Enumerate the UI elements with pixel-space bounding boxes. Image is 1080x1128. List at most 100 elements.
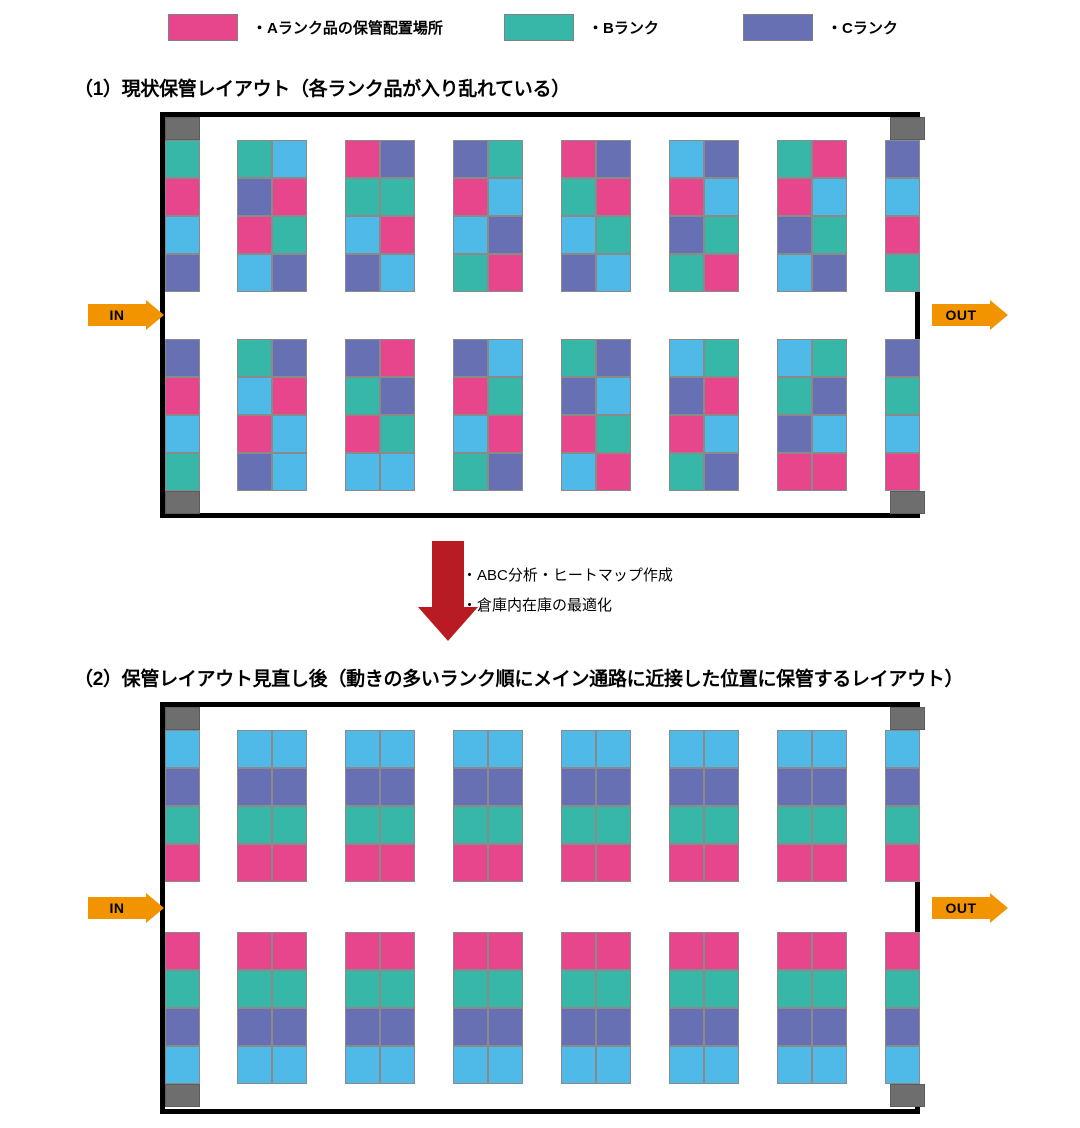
storage-cell-C	[777, 768, 812, 806]
transition-arrow-shaft	[432, 541, 464, 607]
storage-cell-A	[777, 932, 812, 970]
rack-row	[777, 768, 847, 806]
rack-bottom-8	[885, 339, 920, 491]
rack-row	[345, 932, 415, 970]
storage-cell-D	[885, 178, 920, 216]
storage-cell-B	[669, 970, 704, 1008]
rack-row	[165, 932, 200, 970]
rack-row	[885, 377, 920, 415]
storage-cell-B	[777, 377, 812, 415]
storage-cell-C	[237, 768, 272, 806]
storage-cell-C	[561, 377, 596, 415]
storage-cell-C	[596, 140, 631, 178]
rack-bottom-6	[669, 932, 739, 1084]
storage-cell-A	[596, 844, 631, 882]
storage-cell-D	[704, 178, 739, 216]
rack-row	[237, 932, 307, 970]
storage-cell-D	[237, 254, 272, 292]
rack-row	[345, 216, 415, 254]
rack-row	[237, 806, 307, 844]
storage-cell-B	[812, 970, 847, 1008]
rack-bottom-8	[885, 932, 920, 1084]
storage-cell-D	[272, 730, 307, 768]
rack-top-1	[165, 730, 200, 882]
storage-cell-A	[380, 844, 415, 882]
storage-cell-C	[272, 1008, 307, 1046]
storage-cell-A	[165, 932, 200, 970]
rack-row	[561, 216, 631, 254]
rack-row	[885, 806, 920, 844]
storage-cell-A	[561, 932, 596, 970]
rack-row	[777, 254, 847, 292]
pillar-bottom-left	[165, 1084, 200, 1107]
storage-cell-D	[669, 730, 704, 768]
storage-cell-B	[669, 806, 704, 844]
storage-cell-B	[812, 806, 847, 844]
storage-cell-B	[777, 806, 812, 844]
pillar-bottom-right	[890, 1084, 925, 1107]
rack-row	[453, 339, 523, 377]
rack-row	[237, 415, 307, 453]
storage-cell-C	[561, 768, 596, 806]
storage-cell-A	[885, 844, 920, 882]
rack-row	[165, 339, 200, 377]
rack-row	[345, 768, 415, 806]
storage-cell-A	[812, 844, 847, 882]
storage-cell-A	[596, 932, 631, 970]
storage-cell-D	[777, 254, 812, 292]
storage-cell-A	[488, 932, 523, 970]
rack-row	[237, 768, 307, 806]
storage-cell-C	[165, 254, 200, 292]
storage-cell-C	[669, 216, 704, 254]
storage-cell-C	[237, 1008, 272, 1046]
rack-bottom-1	[165, 932, 200, 1084]
storage-cell-A	[777, 178, 812, 216]
rack-row	[345, 970, 415, 1008]
storage-cell-A	[596, 178, 631, 216]
rack-row	[777, 1008, 847, 1046]
storage-cell-B	[704, 339, 739, 377]
rack-row	[669, 970, 739, 1008]
storage-cell-B	[885, 970, 920, 1008]
rack-top-3	[345, 140, 415, 292]
storage-cell-D	[345, 1046, 380, 1084]
storage-cell-D	[561, 453, 596, 491]
storage-cell-C	[380, 140, 415, 178]
legend-item-b: ・Bランク	[504, 12, 659, 42]
storage-cell-B	[669, 254, 704, 292]
in-arrow-label-after: IN	[88, 897, 146, 919]
rack-row	[777, 415, 847, 453]
storage-cell-A	[885, 216, 920, 254]
storage-cell-A	[453, 178, 488, 216]
storage-cell-A	[812, 932, 847, 970]
legend-swatch-c	[743, 13, 813, 41]
storage-cell-A	[704, 844, 739, 882]
storage-cell-B	[669, 453, 704, 491]
rack-row	[453, 768, 523, 806]
rack-row	[453, 140, 523, 178]
storage-cell-A	[272, 844, 307, 882]
storage-cell-D	[237, 1046, 272, 1084]
rack-row	[453, 178, 523, 216]
rack-bottom-5	[561, 339, 631, 491]
storage-cell-B	[596, 970, 631, 1008]
rack-bottom-2	[237, 339, 307, 491]
rack-row	[669, 730, 739, 768]
storage-cell-B	[488, 140, 523, 178]
rack-row	[777, 339, 847, 377]
storage-cell-B	[237, 806, 272, 844]
rack-row	[561, 1008, 631, 1046]
rack-row	[237, 254, 307, 292]
storage-cell-A	[165, 377, 200, 415]
rack-bottom-2	[237, 932, 307, 1084]
storage-cell-B	[812, 216, 847, 254]
storage-cell-D	[345, 730, 380, 768]
storage-cell-D	[669, 140, 704, 178]
in-arrow-head-icon	[146, 300, 164, 330]
storage-cell-D	[704, 1046, 739, 1084]
rack-row	[453, 415, 523, 453]
storage-cell-D	[165, 216, 200, 254]
storage-cell-A	[669, 932, 704, 970]
warehouse-layout-after	[160, 702, 925, 1114]
storage-cell-D	[885, 730, 920, 768]
